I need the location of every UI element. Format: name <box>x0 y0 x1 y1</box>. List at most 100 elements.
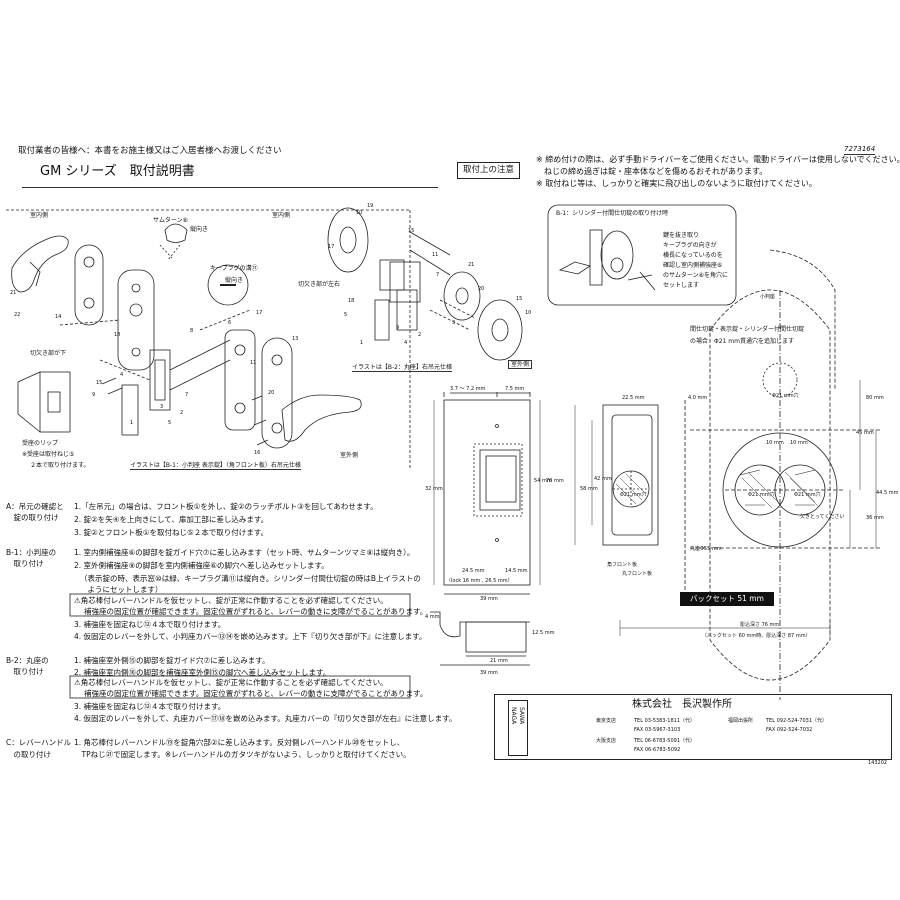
label-room-in-mid: 室内側 <box>272 212 291 219</box>
label-notch-lr: 切欠き部が左右 <box>298 281 341 288</box>
dim-label: 32 mm <box>425 486 443 492</box>
small-seat-in <box>74 244 104 326</box>
strike-plate <box>39 371 71 433</box>
warning-b1-line: ⚠角芯棒付レバーハンドルを仮セットし、錠が正常に作動することを必ず確認してくださ… <box>74 596 388 605</box>
caution-line-3: ※ 取付ねじ等は、しっかりと確実に飛び出しのないように取付けてください。 <box>536 179 817 188</box>
part-number: 22 <box>14 312 21 318</box>
dim-label: 10 mm <box>790 440 808 446</box>
part-number: 2 <box>180 410 184 416</box>
label-room-out-mid: 室外側 <box>508 360 533 369</box>
part-number: 1 <box>360 340 364 346</box>
section-a-label-1: A：吊元の確認と <box>6 502 64 511</box>
fukuoka-fax: FAX 092-524-7032 <box>766 727 813 733</box>
company-box <box>494 694 892 760</box>
dim-label: 54 mm <box>534 478 552 484</box>
dim-label: 10 mm <box>766 440 784 446</box>
dim-label: 58 mm <box>580 486 598 492</box>
part-number: 1 <box>130 420 134 426</box>
label-thumbturn-vertical: 縦向き <box>190 226 209 233</box>
label-round-seat: 丸座Φ55 mm <box>690 546 722 552</box>
b1-line: キープラグの向きが <box>663 242 717 249</box>
section-a-label-2: 錠の取り付け <box>6 513 59 522</box>
warning-icon: ⚠ <box>74 596 81 605</box>
dim-label: 彫込深さ 76 mm <box>740 622 780 628</box>
dim-label: 70 mm <box>546 478 564 484</box>
lever-handle-out <box>281 394 362 442</box>
part-number: 17 <box>256 310 263 316</box>
door-edge-drawing <box>602 404 659 546</box>
company-logo: NAGA SAWA <box>508 700 528 756</box>
caution-line-1: ※ 締め付けの際は、必ず手動ドライバーをご使用ください。電動ドライバーは使用しな… <box>536 155 900 164</box>
document-code: 7273164 <box>844 145 876 155</box>
dim-label: 45 mm <box>856 430 874 436</box>
dim-label: （lock 16 mm , 26.5 mm） <box>446 578 513 584</box>
b1-line: のサムターン⑧を角穴に <box>663 272 728 279</box>
label-small-seat: 小判座 <box>760 294 776 300</box>
part-number: 20 <box>478 286 485 292</box>
keyplug-bubble <box>207 264 249 306</box>
dim-label: 21 mm <box>490 658 508 664</box>
dim-label: 80 mm <box>866 395 884 401</box>
warning-b2-line: 補強座の固定位置が確認できます。固定位置がずれると、レバーの動きに支障がでること… <box>84 689 428 698</box>
front-plate-drawing <box>443 399 531 586</box>
part-number: 4 <box>404 340 408 346</box>
section-b1-line: 4. 仮固定のレバーを外して、小判座カバー⑬⑭を嵌め込みます。上下『切り欠き部が… <box>74 632 427 641</box>
part-number: 5 <box>344 312 348 318</box>
part-number: 9 <box>92 392 96 398</box>
fukuoka-tel: TEL 092-524-7031（代） <box>766 718 828 724</box>
part-number: 2 <box>418 332 422 338</box>
dim-label: Φ21 mm穴 <box>794 492 821 498</box>
section-b1-label-2: 取り付け <box>6 559 44 568</box>
section-c-line: TPねじ㉑で固定します。※レバーハンドルのガタツキがないよう、しっかりと取付けて… <box>74 750 411 759</box>
label-front-plate: 角フロント板 <box>607 562 638 568</box>
part-number: 20 <box>268 390 275 396</box>
section-b2-line: 1. 補強座室外側⑮の脚部を錠ガイド穴⑦に差し込みます。 <box>74 656 270 665</box>
section-c-line: 1. 角芯棒付レバーハンドル⑲を錠角穴部②に差し込みます。反対側レバーハンドル⑳… <box>74 738 405 747</box>
dim-label: Φ21 mm穴 <box>748 492 775 498</box>
part-number: 16 <box>254 450 261 456</box>
dim-label: 36 mm <box>866 515 884 521</box>
part-number: 7 <box>185 392 189 398</box>
warning-icon: ⚠ <box>74 678 81 687</box>
section-b1-line: 1. 室内側補強座⑥の脚部を錠ガイド穴⑦に差し込みます（セット時、サムターンツマ… <box>74 548 415 557</box>
part-number: 9 <box>396 325 400 331</box>
section-c-label-2: の取り付け <box>6 750 51 759</box>
part-number: 21 <box>468 262 475 268</box>
label-strike-note-1: ※受座は取付ねじ⑤ <box>22 451 75 458</box>
label-strike-lip: 受座のリップ <box>22 440 59 447</box>
dim-label: 14.5 mm <box>505 568 528 574</box>
warning-b1-line: 補強座の固定位置が確認できます。固定位置がずれると、レバーの動きに支障がでること… <box>84 607 428 616</box>
label-notch-down: 切欠き部が下 <box>30 350 67 357</box>
label-strike-note-2: ２本で取り付けます。 <box>30 462 90 469</box>
b1-box <box>547 204 737 306</box>
backset-badge: バックセット 51 mm <box>680 592 774 606</box>
label-round-front: 丸フロント板 <box>622 571 653 577</box>
caution-line-2: ねじの締め過ぎは錠・座本体などを傷めるおそれがあります。 <box>536 167 768 176</box>
dim-label: 4 mm <box>425 614 440 620</box>
document-number: 143202 <box>868 760 888 766</box>
dim-label: 24.5 mm <box>462 568 485 574</box>
dim-label: 39 mm <box>480 596 498 602</box>
part-number: 15 <box>516 296 523 302</box>
section-c-label-1: C：レバーハンドル <box>6 738 72 747</box>
dim-label: 42 mm <box>594 476 612 482</box>
part-number: 11 <box>432 252 439 258</box>
part-number: 17 <box>328 244 335 250</box>
label-keyplug-vertical: 縦向き <box>225 277 244 284</box>
fukuoka-label: 福岡出張所 <box>728 718 754 724</box>
warning-b2-line: ⚠角芯棒付レバーハンドルを仮セットし、錠が正常に作動することを必ず確認してくださ… <box>74 678 388 687</box>
recipient-notice: 取付業者の皆様へ：本書をお施主様又はご入居者様へお渡しください <box>18 146 282 156</box>
dim-label: Φ21 mm穴 <box>620 492 647 498</box>
part-number: 19 <box>367 203 374 209</box>
section-b2-line: 3. 補強座を固定ねじ⑫４本で取り付けます。 <box>74 702 226 711</box>
dim-label: 4.0 mm <box>688 395 708 401</box>
reinforcement-plate <box>117 269 155 371</box>
label-room-in-left: 室内側 <box>30 212 49 219</box>
part-number: 21 <box>10 290 17 296</box>
part-number: 6 <box>228 320 232 326</box>
partition-note-2: の場合 Φ21 mm貫通穴を追加します <box>690 338 794 345</box>
tokyo-tel: TEL 03-5383-1811（代） <box>634 718 696 724</box>
section-b2-line: 2. 補強座室内側⑯の脚部を補強座室外側⑮の脚穴へ差し込みセットします。 <box>74 668 331 677</box>
b1-title: B-1：シリンダー付間仕切錠の取り付け時 <box>556 210 669 217</box>
label-keyplug: キープラグの溝⑪ <box>210 265 258 272</box>
